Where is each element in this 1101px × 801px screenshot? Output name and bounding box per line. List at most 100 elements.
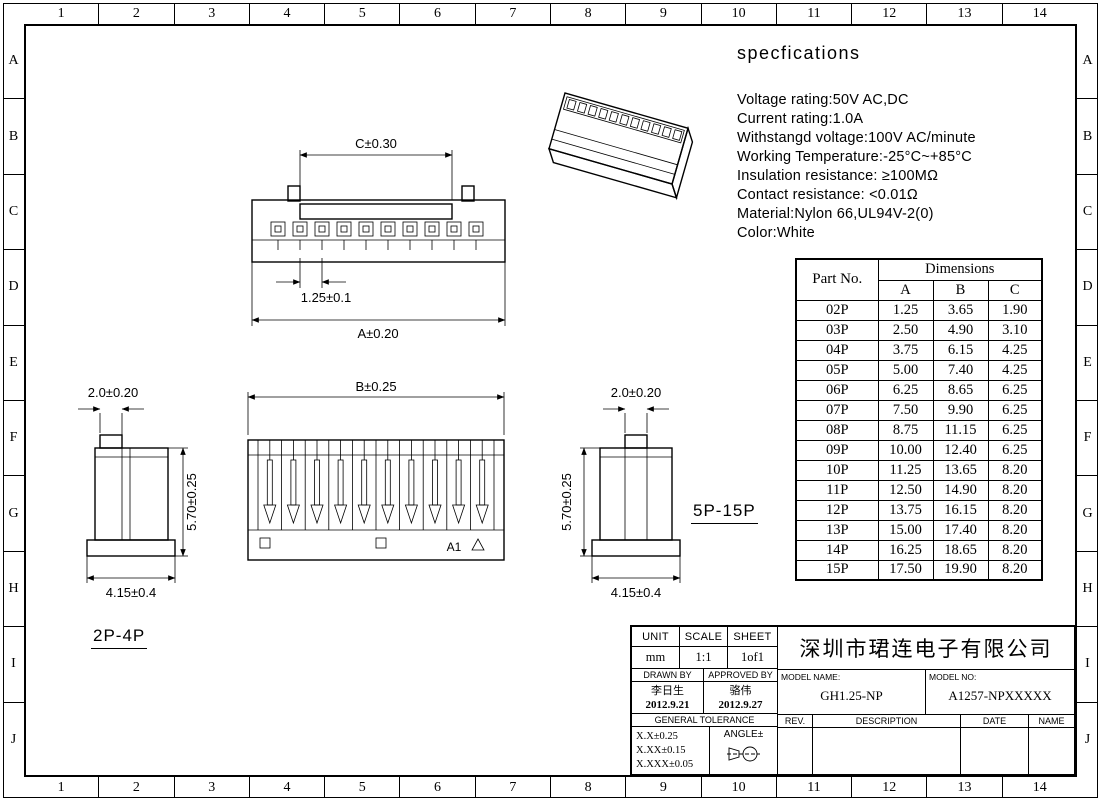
dimension-pitch: 1.25±0.1 xyxy=(276,258,351,305)
sheet-label: SHEET xyxy=(733,630,772,643)
name-header: NAME xyxy=(1038,716,1065,726)
spec-line: Insulation resistance: ≥100MΩ xyxy=(737,168,939,184)
grid-column-label: 3 xyxy=(173,3,249,24)
grid-row-label: B xyxy=(1077,98,1098,173)
grid-row-label: F xyxy=(1077,400,1098,475)
dimension-top-width-left: 2.0±0.20 xyxy=(78,385,144,445)
range-label-5p-15p: 5P-15P xyxy=(691,501,758,524)
dimensions-header: Dimensions xyxy=(877,258,1043,281)
projection-symbol-icon xyxy=(726,746,760,762)
dimension-height-left: 5.70±0.25 xyxy=(168,447,199,557)
grid-row-label: J xyxy=(1077,701,1098,777)
grid-row-label: G xyxy=(3,475,24,550)
grid-column-label: 6 xyxy=(399,777,474,798)
description-cell-empty xyxy=(813,728,961,774)
grid-row-label: I xyxy=(1077,626,1098,701)
grid-column-label: 4 xyxy=(248,3,324,24)
grid-column-label: 14 xyxy=(1001,3,1077,24)
grid-column-label: 7 xyxy=(474,777,550,798)
drawn-by-name: 李日生 xyxy=(651,684,684,697)
dim-label-top-width-left: 2.0±0.20 xyxy=(88,385,139,400)
side-view-left-drawing: 2.0±0.20 5.70±0.25 4.15±0.4 xyxy=(78,385,199,600)
grid-column-label: 10 xyxy=(700,3,776,24)
model-name-label: MODEL NAME: xyxy=(781,672,841,682)
title-block-left: UNIT SCALE SHEET mm 1:1 1of1 DRAWN BY AP… xyxy=(632,627,778,774)
specifications-title: specfications xyxy=(737,43,861,63)
description-header: DESCRIPTION xyxy=(813,715,961,727)
dimension-b: B±0.25 xyxy=(247,380,505,435)
scale-value: 1:1 xyxy=(680,647,728,668)
grid-column-label: 11 xyxy=(775,777,851,798)
side-view-left-body xyxy=(86,434,176,557)
grid-column-label: 6 xyxy=(399,3,474,24)
part-no-header: Part No. xyxy=(795,258,879,301)
grid-row-label: E xyxy=(3,324,24,400)
grid-row-label: D xyxy=(1077,249,1098,324)
model-name-cell: MODEL NAME: GH1.25-NP xyxy=(778,670,926,714)
grid-column-label: 8 xyxy=(549,777,625,798)
grid-column-label: 12 xyxy=(851,3,926,24)
top-view-drawing: C±0.30 1.25±0.1 A±0.20 xyxy=(251,136,506,341)
spec-line: Working Temperature:-25°C~+85°C xyxy=(737,149,972,165)
grid-column-label: 9 xyxy=(625,3,700,24)
dimension-col-header: B xyxy=(932,279,989,301)
drawn-by-label: DRAWN BY xyxy=(632,669,704,681)
grid-column-label: 2 xyxy=(98,3,173,24)
grid-column-label: 13 xyxy=(926,777,1001,798)
dimension-top-width-right: 2.0±0.20 xyxy=(603,385,669,433)
spec-line: Voltage rating:50V AC,DC xyxy=(737,92,909,108)
grid-row-label: C xyxy=(3,173,24,249)
grid-row-label: A xyxy=(1082,53,1093,69)
grid-column-label: 14 xyxy=(1001,777,1077,798)
dim-label-top-width-right: 2.0±0.20 xyxy=(611,385,662,400)
dim-label-height-left: 5.70±0.25 xyxy=(184,473,199,531)
grid-row-label: B xyxy=(3,98,24,173)
model-no-cell: MODEL NO: A1257-NPXXXXX xyxy=(926,670,1074,714)
top-view-body xyxy=(251,185,506,263)
angle-label: ANGLE± xyxy=(723,729,764,740)
unit-label: UNIT xyxy=(632,627,680,646)
tolerance-value: X.X±0.25 xyxy=(636,730,678,742)
rev-header: REV. xyxy=(778,715,813,727)
unit-value: mm xyxy=(632,647,680,668)
dim-label-base-left: 4.15±0.4 xyxy=(106,585,157,600)
dim-label-a: A±0.20 xyxy=(357,326,398,341)
grid-row-label: F xyxy=(3,400,24,475)
grid-row-label: H xyxy=(1077,550,1098,626)
grid-row-label: A xyxy=(8,53,19,69)
model-no-value: A1257-NPXXXXX xyxy=(948,688,1052,703)
grid-row-label: D xyxy=(3,249,24,324)
grid-column-label: 2 xyxy=(98,777,173,798)
spec-line: Material:Nylon 66,UL94V-2(0) xyxy=(737,206,934,222)
sheet-inner-border xyxy=(24,24,1077,777)
dimension-base-left: 4.15±0.4 xyxy=(86,556,176,600)
grid-column-label: 9 xyxy=(625,777,700,798)
title-block: UNIT SCALE SHEET mm 1:1 1of1 DRAWN BY AP… xyxy=(630,625,1076,776)
pin1-triangle-marker xyxy=(471,538,485,551)
dim-label-b: B±0.25 xyxy=(355,380,396,394)
side-view-right-body xyxy=(591,434,681,557)
side-view-right-drawing: 2.0±0.20 5.70±0.25 4.15±0.4 xyxy=(559,385,681,600)
spec-line: Withstangd voltage:100V AC/minute xyxy=(737,130,976,146)
general-tolerance-label: GENERAL TOLERANCE xyxy=(654,715,755,725)
spec-line: Contact resistance: <0.01Ω xyxy=(737,187,918,203)
dim-label-pitch: 1.25±0.1 xyxy=(301,290,352,305)
approved-by-cell: 骆伟 2012.9.27 xyxy=(704,682,777,713)
front-view-drawing: B±0.25 A1 xyxy=(247,380,505,561)
tolerance-value: X.XX±0.15 xyxy=(636,744,686,756)
grid-row-label: H xyxy=(3,550,24,626)
dimension-a: A±0.20 xyxy=(251,262,506,341)
approved-by-date: 2012.9.27 xyxy=(718,698,763,711)
grid-column-label: 1 xyxy=(57,5,65,21)
